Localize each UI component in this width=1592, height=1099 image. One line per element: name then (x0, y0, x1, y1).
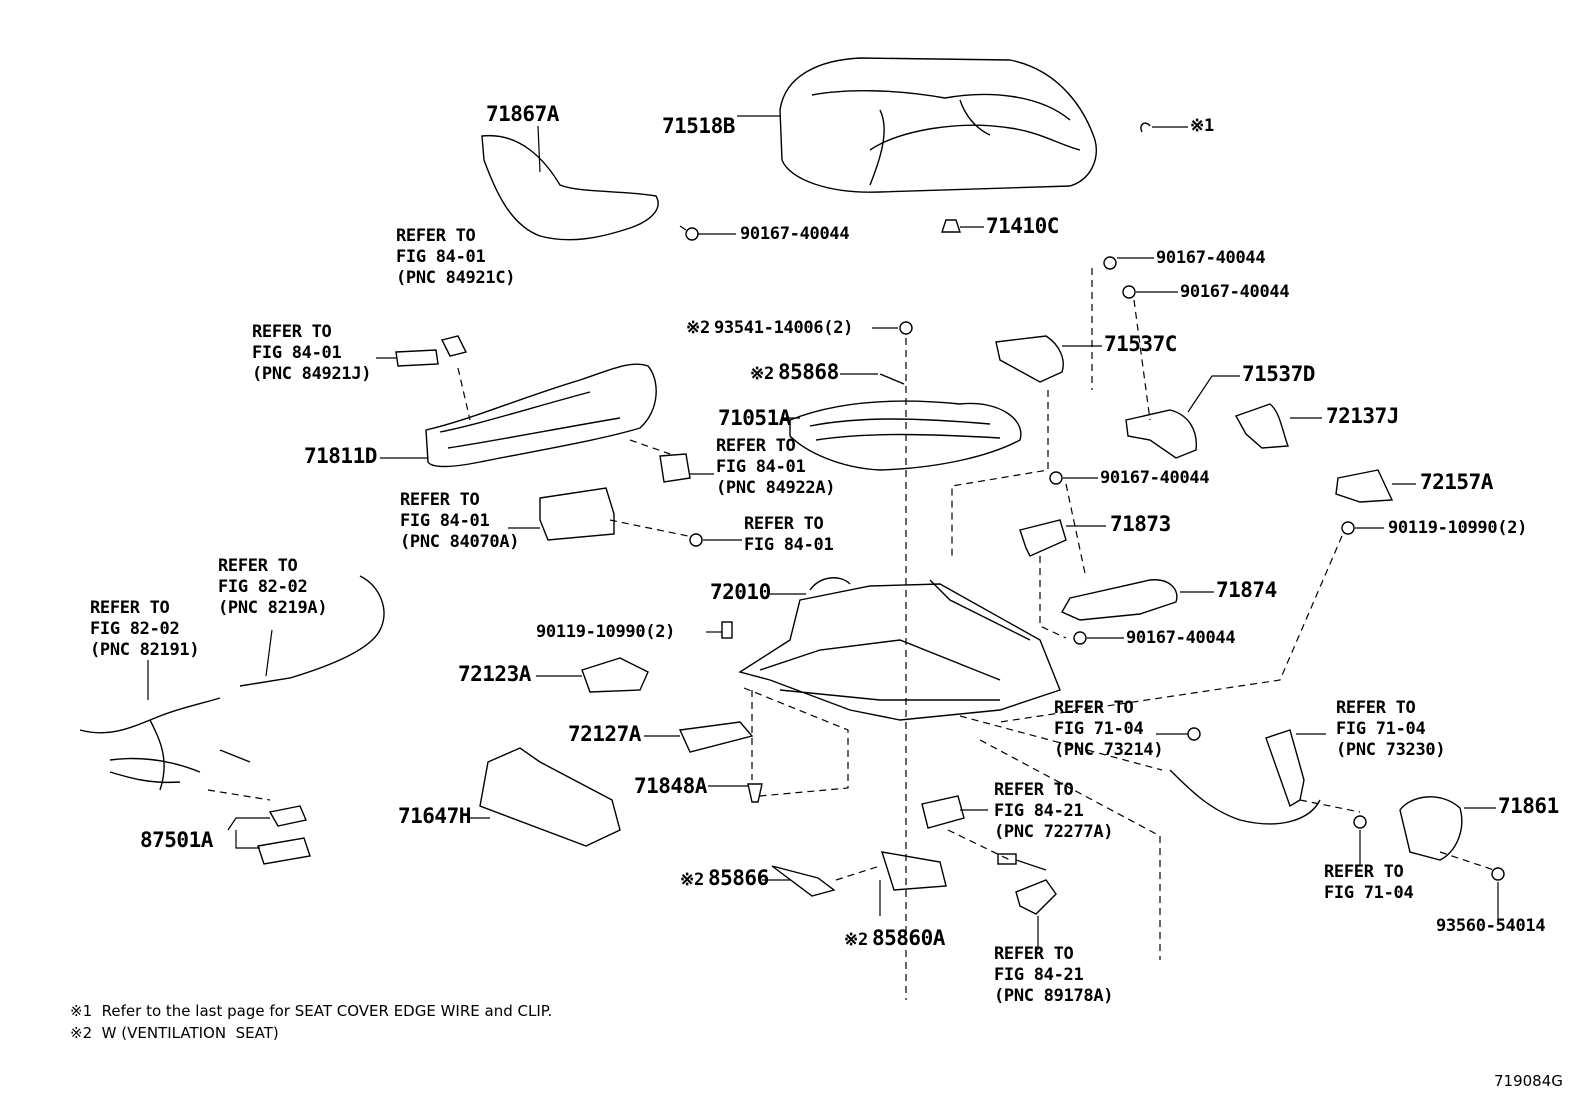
callout-85868: 85868 (778, 360, 839, 384)
bolt-90167-label-a: 90167-40044 (740, 224, 850, 244)
callout-71537D: 71537D (1242, 362, 1315, 386)
screw-93541-shape (872, 321, 913, 335)
callout-71811D: 71811D (304, 444, 377, 468)
pad-71647H-shape (479, 747, 621, 847)
bolt-90119-right-shape (1341, 521, 1384, 535)
wire-harness-shape (79, 697, 251, 791)
footnote-2: ※2 W (VENTILATION SEAT) (70, 1024, 279, 1042)
bolt-shape-84-01 (689, 533, 742, 547)
screw-93541-label: 93541-14006(2) (714, 318, 854, 338)
callout-71647H: 71647H (398, 804, 471, 828)
bolt-90167-label-d: 90167-40044 (1100, 468, 1210, 488)
clip-shape (1140, 122, 1151, 133)
callout-71518B: 71518B (662, 114, 735, 138)
part-71874-shape (1061, 579, 1178, 621)
screw-93560-shape (1491, 867, 1505, 920)
switch-84921J-shape (395, 349, 439, 367)
bolt-90119-label-right: 90119-10990(2) (1388, 518, 1528, 538)
mat-71051A-shape (789, 400, 1022, 471)
diagram-code: 719084G (1494, 1072, 1563, 1090)
bolt-7104-shape (1353, 815, 1367, 866)
callout-72010: 72010 (710, 580, 771, 604)
callout-71874: 71874 (1216, 578, 1277, 602)
bolt-shape-a (679, 225, 736, 241)
side-shield-71811D-shape (425, 363, 657, 468)
part-89178A-shape (1015, 879, 1057, 915)
part-73214-shape (1156, 727, 1201, 741)
seat-frame-72010-shape (738, 583, 1061, 721)
callout-71867A: 71867A (486, 102, 559, 126)
mark-1-callout: ※1 (1190, 116, 1214, 136)
buckle-73230-shape (1265, 729, 1305, 808)
bolt-shape-e (1073, 631, 1124, 645)
mark-2-93541: ※2 (686, 318, 710, 338)
footnote-1: ※1 Refer to the last page for SEAT COVER… (70, 1002, 553, 1020)
bolt-90167-label-e: 90167-40044 (1126, 628, 1236, 648)
bolt-shape-c (1122, 285, 1178, 299)
bolt-90167-label-b: 90167-40044 (1156, 248, 1266, 268)
part-72277A-shape (921, 795, 965, 829)
bolt-90119-left-shape (706, 621, 733, 639)
mark-2-85860A: ※2 (844, 930, 868, 950)
callout-85860A: 85860A (872, 926, 945, 950)
screw-93560-label: 93560-54014 (1436, 916, 1546, 936)
callout-85866: 85866 (708, 866, 769, 890)
callout-71848A: 71848A (634, 774, 707, 798)
bracket-71537D-shape (1125, 409, 1197, 459)
clip-71848A-shape (708, 783, 763, 803)
bolt-90167-label-c: 90167-40044 (1180, 282, 1290, 302)
callout-72157A: 72157A (1420, 470, 1493, 494)
bolt-89178A-shape (997, 853, 1047, 871)
mark-2-85866: ※2 (680, 870, 704, 890)
clip-71410C-shape (941, 219, 984, 233)
callout-71537C: 71537C (1104, 332, 1177, 356)
callout-71873: 71873 (1110, 512, 1171, 536)
part-85860A-shape (880, 851, 947, 891)
bolt-shape-d (1049, 471, 1098, 485)
part-72157A-shape (1335, 469, 1394, 503)
part-85866-shape (771, 865, 836, 897)
callout-71861: 71861 (1498, 794, 1559, 818)
callout-71051A: 71051A (718, 406, 791, 430)
switch-84921C-shape (440, 335, 468, 357)
callout-72123A: 72123A (458, 662, 531, 686)
module-84070A-shape (539, 487, 615, 541)
cover-71861-shape (1399, 796, 1463, 861)
part-72137J-shape (1234, 403, 1289, 449)
bolt-shape-b (1103, 256, 1154, 270)
bolt-90119-label-left: 90119-10990(2) (536, 622, 676, 642)
part-72127A-shape (678, 721, 754, 753)
bracket-71537C-shape (995, 335, 1064, 383)
part-84922A-shape (659, 453, 691, 483)
part-71873-shape (1019, 519, 1067, 557)
side-cover-71867A-shape (481, 134, 659, 241)
callout-87501A: 87501A (140, 828, 213, 852)
sensor-87501A-shape (227, 805, 311, 865)
callout-72137J: 72137J (1326, 404, 1399, 428)
part-72123A-shape (581, 657, 649, 693)
mark-2-85868: ※2 (750, 364, 774, 384)
seat-cushion-cover-shape (779, 57, 1097, 193)
callout-71410C: 71410C (986, 214, 1059, 238)
callout-72127A: 72127A (568, 722, 641, 746)
part-85868-shape (879, 373, 905, 385)
